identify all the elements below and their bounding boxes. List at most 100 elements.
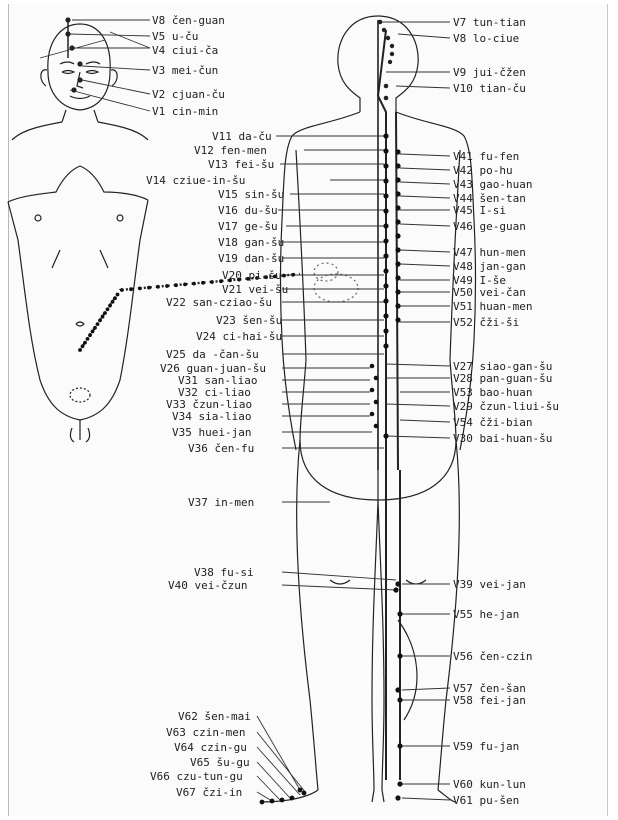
sacral-point — [370, 364, 375, 369]
back-label-v16: V16 du-šu — [218, 204, 278, 217]
back-label-v45: V45 I-si — [453, 204, 506, 217]
bladder-outer-point — [395, 233, 400, 238]
v20-path-dot — [83, 341, 87, 345]
foot-point — [270, 799, 275, 804]
leg-label-v40: V40 vei-čzun — [168, 579, 247, 592]
foot-point — [298, 788, 303, 793]
leg-label-v55: V55 he-jan — [453, 608, 519, 621]
v20-path-dot — [282, 274, 286, 278]
bladder-outer-point — [395, 177, 400, 182]
foot-point — [290, 796, 295, 801]
back-label-v46: V46 ge-guan — [453, 220, 526, 233]
back-label-v51: V51 huan-men — [453, 300, 532, 313]
v20-path-dot — [210, 280, 214, 284]
leg-point — [397, 781, 402, 786]
head-label-v8: V8 lo-ciue — [453, 32, 519, 45]
back-label-v36: V36 čen-fu — [188, 442, 254, 455]
bladder-inner-point — [383, 208, 388, 213]
face-label-v4: V4 ciui-ča — [152, 44, 218, 57]
back-label-v35: V35 huei-jan — [172, 426, 251, 439]
back-label-v14: V14 cziue-in-šu — [146, 174, 245, 187]
back-label-v54: V54 čži-bian — [453, 416, 532, 429]
leg-label-v60: V60 kun-lun — [453, 778, 526, 791]
leg-point — [397, 611, 402, 616]
head-label-v7: V7 tun-tian — [453, 16, 526, 29]
bladder-outer-point — [395, 303, 400, 308]
bladder-inner-point — [383, 133, 388, 138]
v20-path-dot — [138, 287, 142, 291]
bladder-inner-point — [383, 148, 388, 153]
face-label-v3: V3 mei-čun — [152, 64, 218, 77]
back-label-v18: V18 gan-šu — [218, 236, 284, 249]
leg-label-v58: V58 fei-jan — [453, 694, 526, 707]
v20-path-dot — [113, 296, 117, 300]
bladder-outer-point — [395, 219, 400, 224]
v20-path-dot — [174, 283, 178, 287]
back-label-v42: V42 po-hu — [453, 164, 513, 177]
back-label-v52: V52 čži-ši — [453, 316, 519, 329]
leg-label-v59: V59 fu-jan — [453, 740, 519, 753]
foot-label-v65: V65 šu-gu — [190, 756, 250, 769]
bladder-inner-point — [383, 313, 388, 318]
bladder-inner-point — [383, 238, 388, 243]
leg-label-v56: V56 čen-czin — [453, 650, 532, 663]
v20-path-dot — [111, 300, 115, 304]
v20-path-dot — [106, 307, 110, 311]
foot-label-v67: V67 čzi-in — [176, 786, 242, 799]
bladder-outer-point — [395, 149, 400, 154]
back-label-v48: V48 jan-gan — [453, 260, 526, 273]
bladder-outer-point — [395, 163, 400, 168]
v20-path-dot — [192, 282, 196, 286]
back-label-v30: V30 bai-huan-šu — [453, 432, 552, 445]
sacral-point — [374, 376, 379, 381]
leg-label-v61: V61 pu-šen — [453, 794, 519, 807]
back-label-v13: V13 fei-šu — [208, 158, 274, 171]
leg-point — [393, 587, 398, 592]
v20-path-dot — [81, 344, 85, 348]
sacral-point — [370, 412, 375, 417]
bladder-point — [383, 433, 388, 438]
sacral-point — [370, 388, 375, 393]
back-label-v41: V41 fu-fen — [453, 150, 519, 163]
v20-path-dot — [291, 273, 295, 277]
face-label-v8: V8 čen-guan — [152, 14, 225, 27]
bladder-inner-point — [383, 283, 388, 288]
face-label-v2: V2 cjuan-ču — [152, 88, 225, 101]
back-label-v53: V53 bao-huan — [453, 386, 532, 399]
leg-point — [397, 653, 402, 658]
leg-point — [395, 687, 400, 692]
back-label-v12: V12 fen-men — [194, 144, 267, 157]
back-label-v15: V15 sin-šu — [218, 188, 284, 201]
bladder-inner-point — [383, 343, 388, 348]
back-label-v50: V50 vei-čan — [453, 286, 526, 299]
bladder-inner-point — [383, 178, 388, 183]
foot-label-v64: V64 czin-gu — [174, 741, 247, 754]
back-label-v19: V19 dan-šu — [218, 252, 284, 265]
back-label-v11: V11 da-ču — [212, 130, 272, 143]
v20-path-dot — [86, 337, 90, 341]
bladder-inner-point — [383, 268, 388, 273]
leg-point — [395, 795, 400, 800]
bladder-inner-point — [383, 253, 388, 258]
v20-path-dot — [116, 293, 120, 297]
face-label-v1: V1 cin-min — [152, 105, 218, 118]
back-label-v21: V21 vei-šu — [222, 283, 288, 296]
back-label-v47: V47 hun-men — [453, 246, 526, 259]
bladder-inner-point — [383, 298, 388, 303]
v20-path-dot — [129, 287, 133, 291]
v20-path-dot — [93, 326, 97, 330]
v20-path-dot — [91, 330, 95, 334]
bladder-outer-point — [395, 261, 400, 266]
v20-path-dot — [103, 311, 107, 315]
head-label-v10: V10 tian-ču — [453, 82, 526, 95]
v20-path-dot — [156, 285, 160, 289]
v20-path-dot — [96, 322, 100, 326]
bladder-inner-point — [383, 193, 388, 198]
foot-point — [302, 791, 307, 796]
leg-point — [397, 697, 402, 702]
foot-label-v63: V63 czin-men — [166, 726, 245, 739]
back-label-v25: V25 da -čan-šu — [166, 348, 259, 361]
v20-path-dot — [108, 304, 112, 308]
bladder-outer-point — [395, 275, 400, 280]
back-label-v17: V17 ge-šu — [218, 220, 278, 233]
